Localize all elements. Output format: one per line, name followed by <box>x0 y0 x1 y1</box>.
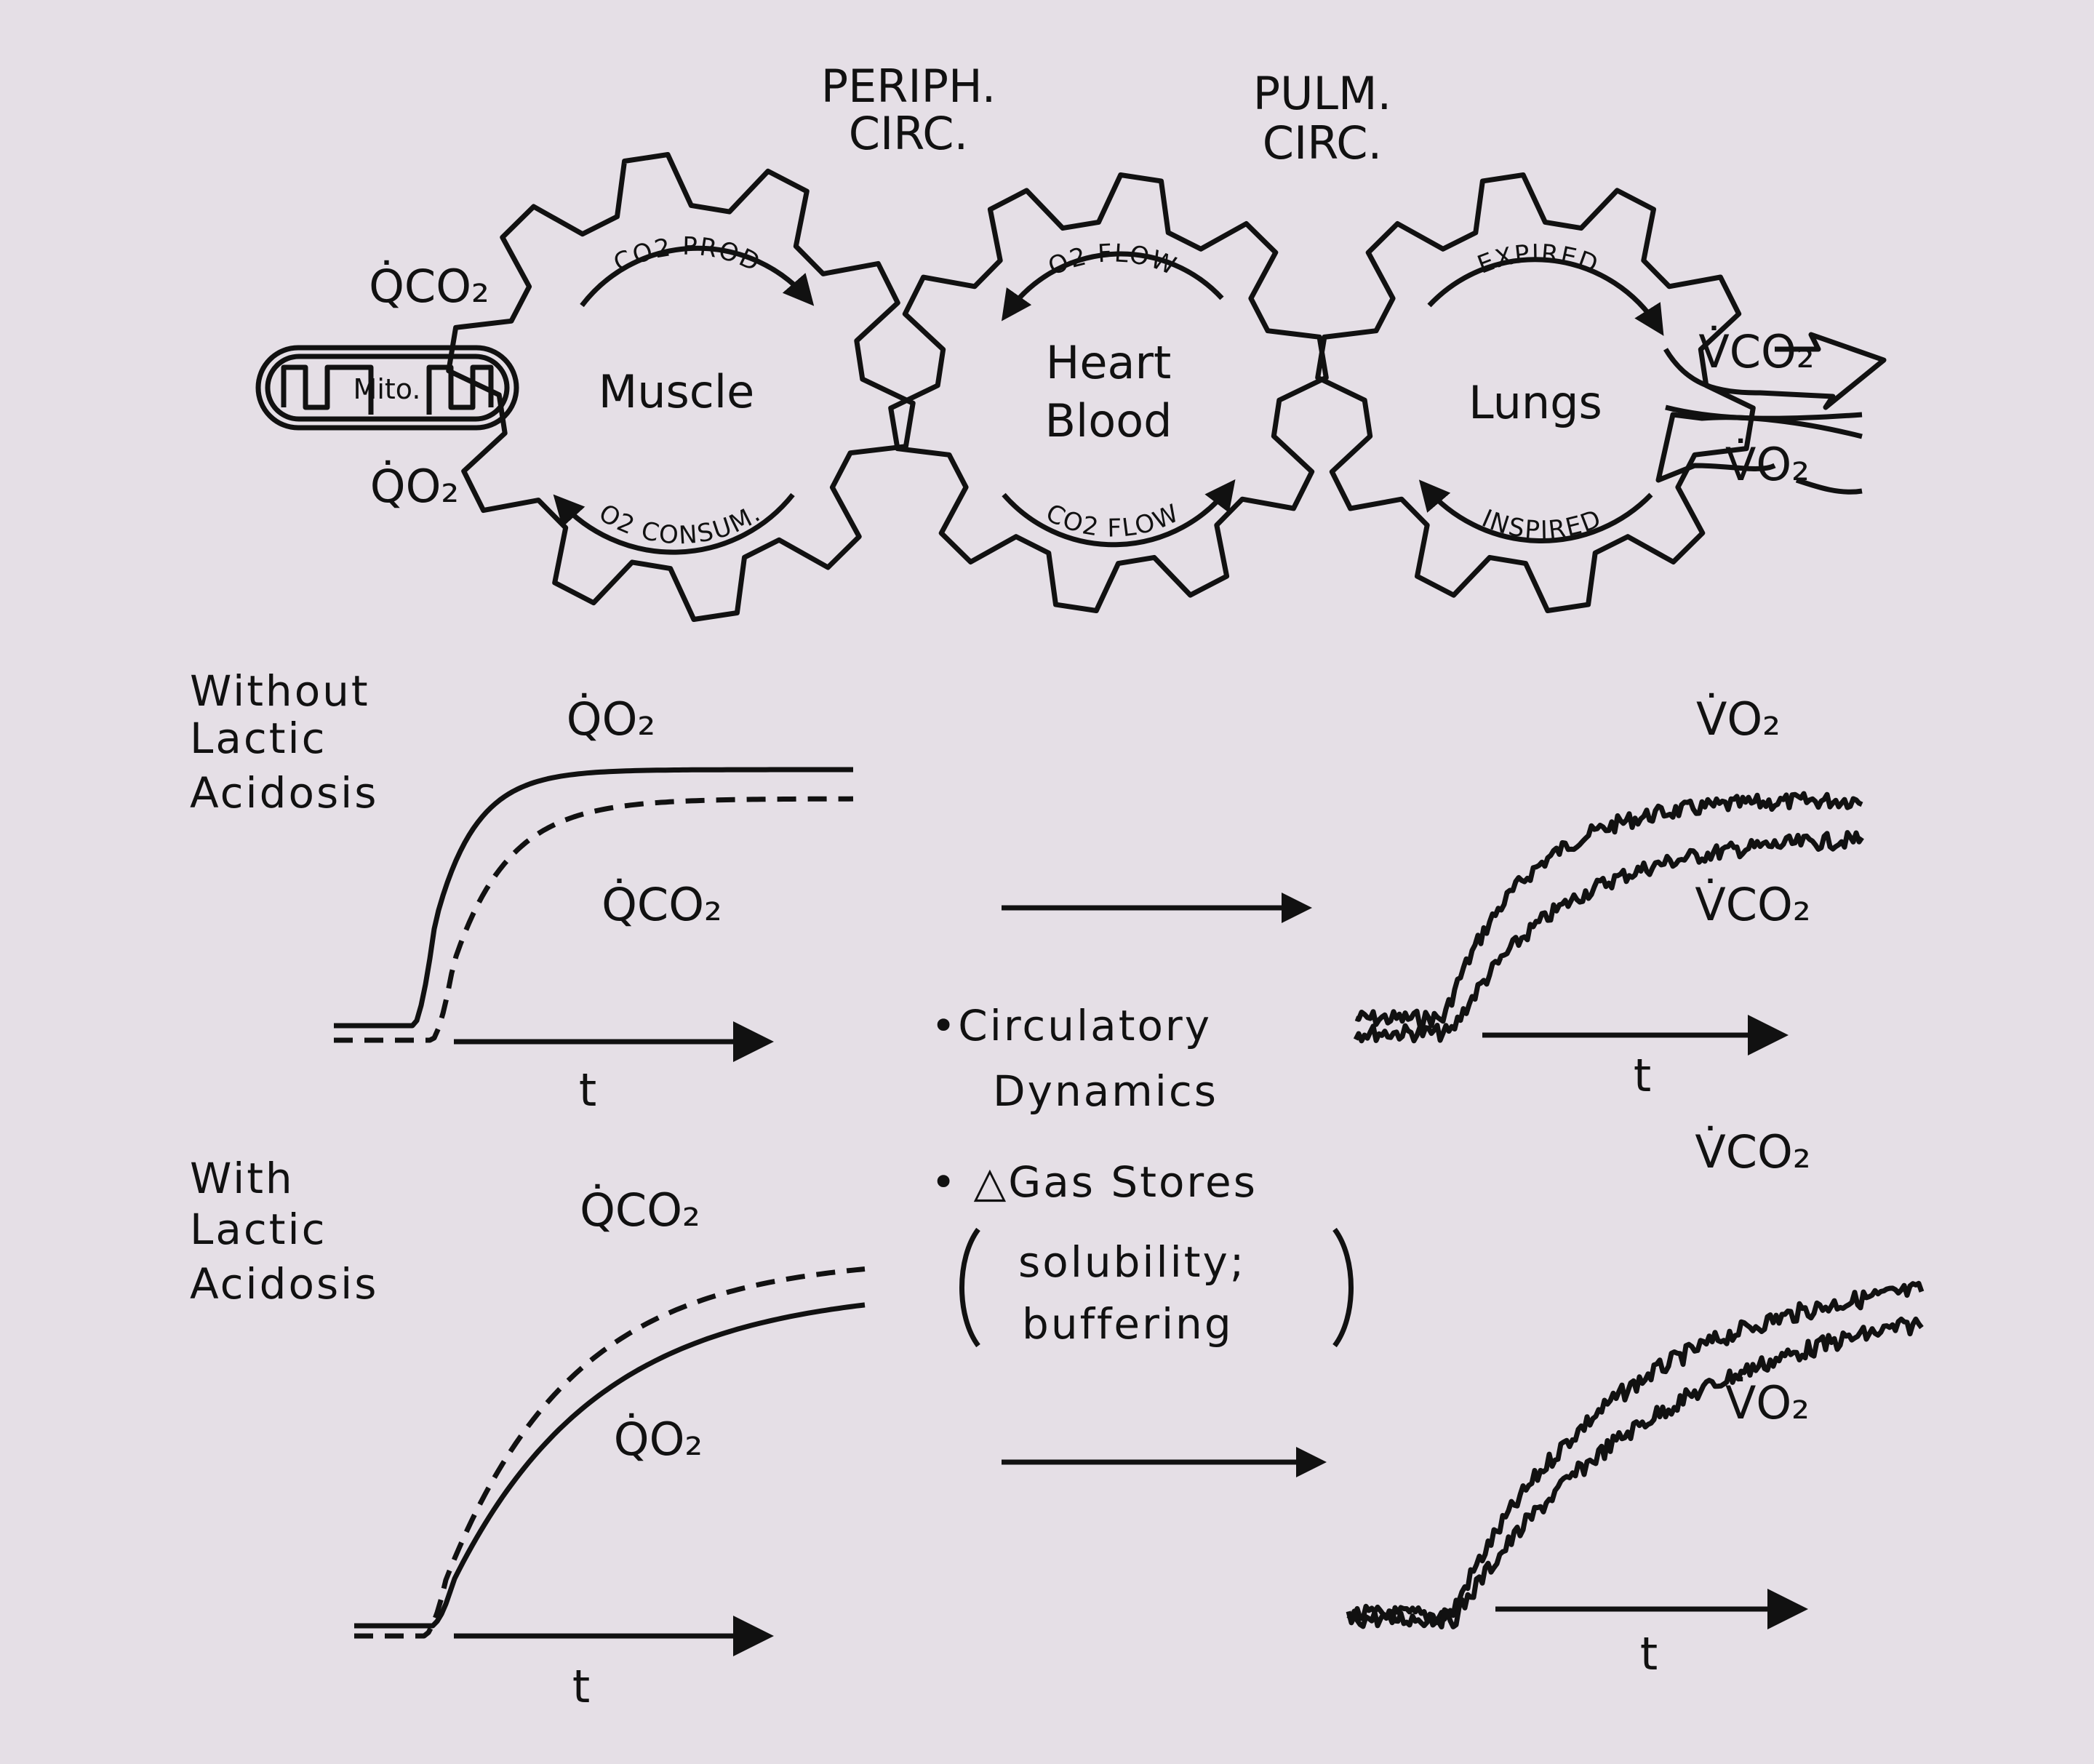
inspired-air-arrow <box>1655 412 1863 483</box>
with-lung-traces <box>1346 1280 1925 1629</box>
gears-group <box>446 152 1756 622</box>
qo2-label: Q̇O₂ <box>370 460 459 513</box>
vo2-label: V̇O₂ <box>1725 438 1810 491</box>
inspired-air-stream <box>1795 477 1863 495</box>
with-qo2-curve <box>354 1302 866 1629</box>
circulatory-line2: Dynamics <box>993 1066 1218 1116</box>
expired-air-arrow <box>1663 332 1887 410</box>
periph-circ-label-line2: CIRC. <box>849 107 969 160</box>
with-muscle-curves <box>354 1266 866 1639</box>
pulm-circ-label-line1: PULM. <box>1253 67 1392 120</box>
gas-stores-line1: • △Gas Stores <box>931 1157 1258 1207</box>
with-right-time-label: t <box>1640 1627 1658 1680</box>
expired-arrow <box>1427 257 1664 336</box>
without-time-label: t <box>579 1063 596 1117</box>
with-title-line3: Acidosis <box>190 1259 379 1309</box>
with-time-label: t <box>572 1660 590 1713</box>
o2-consum-arrow <box>553 492 795 555</box>
without-qo2-label: Q̇O₂ <box>567 693 655 746</box>
without-vco2-label: V̇CO₂ <box>1695 878 1810 931</box>
without-right-time-label: t <box>1634 1049 1651 1102</box>
mito-label: Mito. <box>353 373 421 405</box>
buffering-label: buffering <box>1022 1299 1234 1349</box>
with-qco2-curve <box>354 1266 866 1639</box>
without-qo2-curve <box>334 767 853 1029</box>
blood-label: Blood <box>1045 394 1172 447</box>
co2-flow-arrow <box>1002 479 1236 548</box>
with-vco2-label: V̇CO₂ <box>1695 1125 1810 1178</box>
solubility-label: solubility; <box>1018 1237 1246 1287</box>
with-vo2-label: V̇O₂ <box>1725 1376 1810 1429</box>
without-title-line1: Without <box>190 666 370 716</box>
without-vo2-trace <box>1354 791 1863 1029</box>
right-paren <box>1332 1227 1354 1348</box>
left-paren <box>959 1227 980 1348</box>
inspired-arrow <box>1418 479 1653 543</box>
with-vco2-trace <box>1346 1280 1925 1626</box>
heart-label: Heart <box>1046 336 1172 389</box>
without-qco2-label: Q̇CO₂ <box>602 878 722 931</box>
with-title-line1: With <box>190 1154 295 1203</box>
qco2-label: Q̇CO₂ <box>369 260 489 313</box>
muscle-label: Muscle <box>599 365 755 418</box>
pulm-circ-label-line2: CIRC. <box>1263 116 1383 169</box>
with-title-line2: Lactic <box>190 1205 327 1254</box>
periph-circ-label-line1: PERIPH. <box>821 60 996 113</box>
heart-blood-gear-icon <box>888 172 1329 613</box>
without-title-line2: Lactic <box>190 714 327 763</box>
with-vo2-trace <box>1346 1316 1924 1629</box>
o2-flow-arrow <box>1001 251 1224 322</box>
muscle-gear-icon <box>446 152 916 622</box>
with-qo2-label: Q̇O₂ <box>614 1413 703 1466</box>
lungs-label: Lungs <box>1468 376 1602 429</box>
without-vco2-trace <box>1353 830 1864 1044</box>
without-lung-traces <box>1353 791 1864 1044</box>
without-title-line3: Acidosis <box>190 768 379 818</box>
without-qco2-curve <box>334 796 854 1043</box>
mitochondrion-icon: Mito. <box>255 345 519 431</box>
circulatory-line1: •Circulatory <box>931 1001 1212 1050</box>
co2-prod-arrow <box>580 245 815 308</box>
lungs-gear-icon <box>1315 172 1756 613</box>
with-qco2-label: Q̇CO₂ <box>580 1184 700 1237</box>
without-vo2-label: V̇O₂ <box>1696 693 1781 746</box>
without-muscle-curves <box>334 767 854 1043</box>
